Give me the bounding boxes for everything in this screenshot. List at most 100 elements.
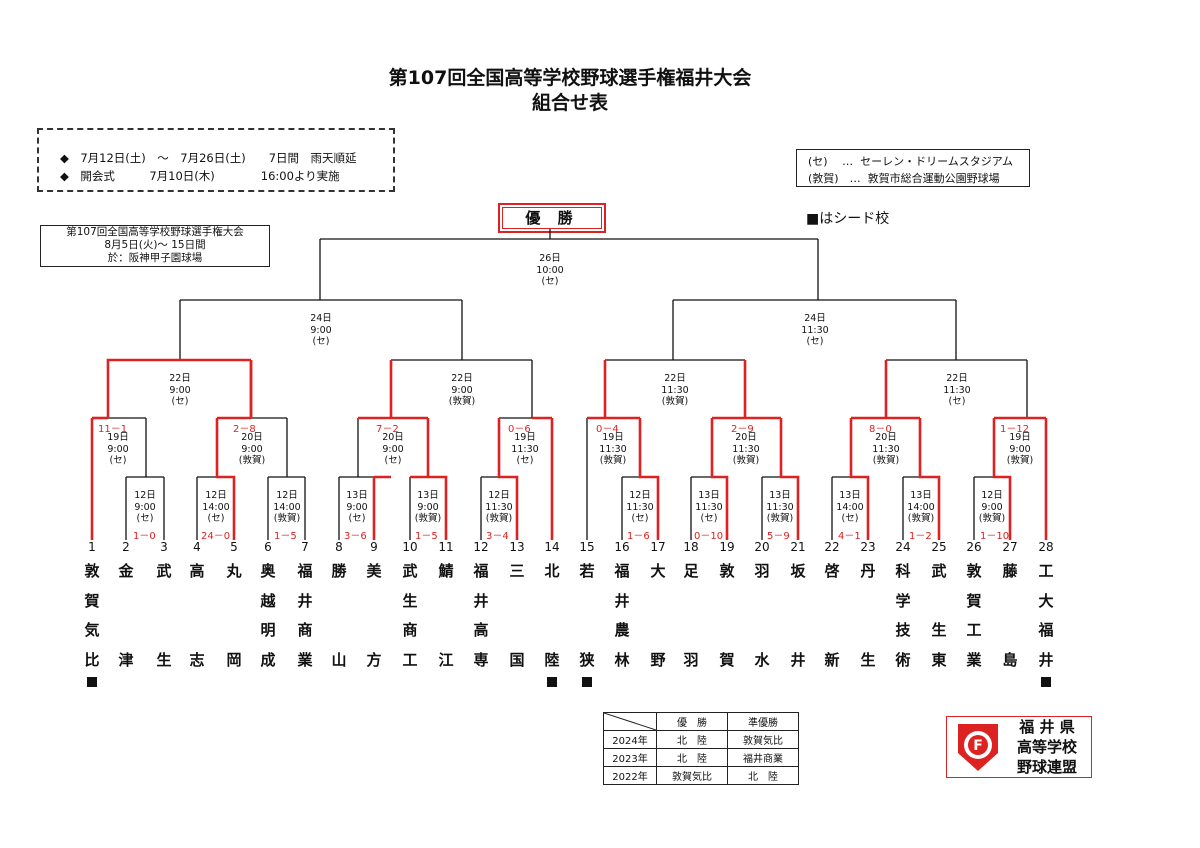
history-winner: 敦賀気比 — [656, 766, 728, 785]
match-time: 11:30 — [872, 443, 900, 455]
team-name: 大 野 — [650, 562, 666, 669]
quarter-match-3: 22日 11:30 (敦賀) — [645, 373, 705, 408]
schedule-box — [37, 128, 395, 192]
round2-score-6: 2－9 — [731, 424, 754, 435]
team-name: 武 生 — [156, 562, 172, 669]
match-time: 11:30 — [732, 443, 760, 455]
match-time: 9:00 — [981, 501, 1003, 513]
match-time: 11:30 — [661, 384, 689, 396]
team-name: 福井高専 — [473, 562, 489, 669]
match-time: 11:30 — [485, 501, 513, 513]
team-number: 23 — [860, 540, 876, 554]
team-number: 18 — [683, 540, 699, 554]
match-date: 13日 — [910, 490, 932, 501]
match-venue: (セ) — [631, 513, 649, 524]
match-venue: (セ) — [207, 513, 225, 524]
round1-score-4: 3－6 — [344, 531, 367, 542]
match-time: 9:00 — [1009, 443, 1031, 455]
match-date: 19日 — [1009, 432, 1031, 443]
round1-score-12: 1－10 — [980, 531, 1010, 542]
team-name: 武 生東 — [931, 562, 947, 669]
round1-score-9: 5－9 — [767, 531, 790, 542]
match-venue: (敦賀) — [1006, 455, 1034, 466]
team-number: 1 — [88, 540, 96, 554]
match-venue: (敦賀) — [448, 396, 476, 407]
schedule-line-1: ◆ 7月12日(土) ～ 7月26日(土) 7日間 雨天順延 — [60, 151, 357, 165]
match-venue: (敦賀) — [273, 513, 301, 524]
champion-label: 優 勝 — [525, 209, 579, 227]
venue-legend-line-1: (セ) … セーレン・ドリームスタジアム — [808, 155, 1013, 168]
team-number: 12 — [473, 540, 489, 554]
national-info: 第107回全国高等学校野球選手権大会 8月5日(火)～ 15日間 於：阪神甲子園… — [40, 225, 270, 267]
match-time: 9:00 — [241, 443, 263, 455]
match-time: 11:30 — [695, 501, 723, 513]
final-match: 26日 10:00 (セ) — [520, 253, 580, 288]
team-name: 武生商工 — [402, 562, 418, 669]
team-number: 19 — [719, 540, 735, 554]
history-header-row: 優 勝 準優勝 — [603, 712, 799, 731]
team-name: 北 陸 — [544, 562, 560, 669]
match-venue: (セ) — [384, 455, 402, 466]
match-venue: (セ) — [136, 513, 154, 524]
history-runnerup: 福井商業 — [727, 748, 799, 767]
match-date: 20日 — [875, 432, 897, 443]
round2-score-3: 7－2 — [376, 424, 399, 435]
match-time: 11:30 — [801, 324, 829, 336]
match-venue: (敦賀) — [599, 455, 627, 466]
match-venue: (敦賀) — [978, 513, 1006, 524]
match-venue: (セ) — [806, 336, 824, 347]
team-name: 美 方 — [366, 562, 382, 669]
team-name: 羽 水 — [754, 562, 770, 669]
round1-score-3: 1－5 — [274, 531, 297, 542]
match-time: 9:00 — [417, 501, 439, 513]
schedule-line-2: ◆ 開会式 7月10日(木) 16:00より実施 — [60, 169, 340, 183]
team-number: 10 — [402, 540, 418, 554]
match-date: 24日 — [804, 313, 826, 324]
match-date: 12日 — [488, 490, 510, 501]
match-date: 12日 — [981, 490, 1003, 501]
match-date: 24日 — [310, 313, 332, 324]
match-venue: (セ) — [312, 336, 330, 347]
match-venue: (敦賀) — [766, 513, 794, 524]
venue-legend — [796, 149, 1030, 187]
round2-score-8: 1－12 — [1000, 424, 1030, 435]
match-venue: (セ) — [948, 396, 966, 407]
federation-name-line-2: 高等学校 — [1016, 738, 1077, 756]
semi-match-1: 24日 9:00 (セ) — [291, 313, 351, 348]
national-info-line-1: 第107回全国高等学校野球選手権大会 — [66, 226, 244, 238]
seed-marker — [87, 677, 97, 687]
history-runnerup: 敦賀気比 — [727, 730, 799, 749]
seed-note: ■はシード校 — [806, 211, 890, 227]
round2-score-2: 2－8 — [233, 424, 256, 435]
team-number: 5 — [230, 540, 238, 554]
team-name: 丹 生 — [860, 562, 876, 669]
match-time: 14:00 — [907, 501, 935, 513]
history-header-runnerup: 準優勝 — [727, 712, 799, 731]
team-number: 14 — [544, 540, 560, 554]
history-header-corner — [603, 712, 657, 731]
match-date: 20日 — [735, 432, 757, 443]
round1-score-2: 24－0 — [201, 531, 231, 542]
team-name: 工大福井 — [1038, 562, 1054, 669]
team-number: 17 — [650, 540, 666, 554]
team-number: 25 — [931, 540, 947, 554]
match-date: 12日 — [134, 490, 156, 501]
match-date: 22日 — [169, 373, 191, 384]
round2-score-4: 0－6 — [508, 424, 531, 435]
match-date: 22日 — [946, 373, 968, 384]
team-name: 敦賀気比 — [84, 562, 100, 669]
match-date: 12日 — [276, 490, 298, 501]
venue-legend-line-2: (敦賀) … 敦賀市総合運動公園野球場 — [808, 172, 1000, 185]
team-number: 21 — [790, 540, 806, 554]
